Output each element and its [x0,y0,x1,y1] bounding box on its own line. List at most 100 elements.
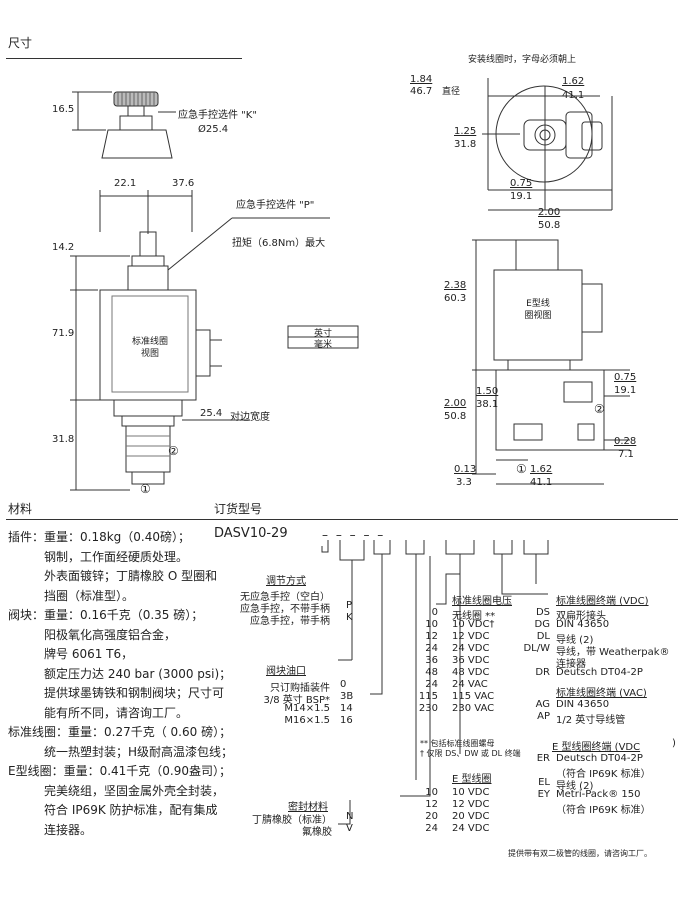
material-line: 插件：重量：0.18kg（0.40磅）； [8,530,191,544]
right-50-8b: 50.8 [444,411,467,422]
port-label: M14×1.5 [284,703,330,714]
seal-label: 丁腈橡胶（标准） [252,815,332,826]
port-label: 3/8 英寸 BSP* [263,695,330,706]
std_term_vdc-label: 双扁形接头 [556,611,606,622]
footer-note: 提供带有双二极管的线圈，请咨询工厂。 [508,849,652,858]
std_voltage-code: 24 [425,643,438,654]
std_voltage-label: 230 VAC [452,703,495,714]
materials-heading: 材料 [8,502,33,516]
e-term-title: E 型线圈终端 (VDC [552,742,641,753]
adjust-label: 无应急手控（空白） [240,592,330,603]
seal-code: V [346,823,353,834]
adjust-code: K [346,612,353,623]
e_term-label: Deutsch DT04-2P [556,753,643,764]
dim-37-6: 37.6 [172,178,195,189]
dim-31-8: 31.8 [52,434,75,445]
right-7-1: 7.1 [618,449,634,460]
e_term-label: 导线 (2) [556,781,594,792]
e_coil-label: 24 VDC [452,823,490,834]
right-41-1: 41.1 [562,90,585,101]
adjust-code: P [346,600,353,611]
ordering-heading: 订货型号 [214,502,263,516]
heading-rule [6,58,242,59]
std-term-vac-title: 标准线圈终端 (VAC) [556,688,647,699]
e_coil-label: 10 VDC [452,787,490,798]
std_voltage-label: 12 VDC [452,631,490,642]
std_term_vdc-label: Deutsch DT04-2P [556,667,643,678]
install-note: 安装线圈时，字母必须朝上 [468,55,577,65]
dim-25-4: 25.4 [200,408,223,419]
std_term_vac-label: 1/2 英寸导线管 [556,715,626,726]
port-code: 16 [340,715,353,726]
right-0-13: 0.13 [454,464,477,475]
port-label: 只订购插装件 [270,683,330,694]
override-k-label: 应急手控选件 "K" [178,110,257,121]
override-p-label: 应急手控选件 "P" [236,200,315,211]
right-0-28: 0.28 [614,436,637,447]
std_voltage-code: 12 [425,631,438,642]
seal-code: N [346,811,354,822]
right-port-1-marker: ① [516,462,527,476]
dim-16-5: 16.5 [52,104,75,115]
right-1-84: 1.84 [410,74,433,85]
right-diameter: 直径 [442,87,461,97]
material-line: 连接器。 [8,822,93,837]
material-line: 牌号 6061 T6， [8,647,134,661]
adjust-title: 调节方式 [266,576,306,587]
right-2-00a: 2.00 [538,207,561,218]
std_voltage-code: 48 [425,667,438,678]
model-code: DASV10-29 [214,526,288,541]
seal-label: 氟橡胶 [302,827,332,838]
std_voltage-code: 10 [425,619,438,630]
right-50-8a: 50.8 [538,220,561,231]
std_term_vdc-code: DS [535,607,550,618]
dim-14-2: 14.2 [52,242,75,253]
voltage-note-2: † 仅限 DS、DW 或 DL 终端 [420,749,521,758]
right-0-75a: 0.75 [510,178,533,189]
std_term_vdc-label: 导线 (2) [556,635,594,646]
right-1-25: 1.25 [454,126,477,137]
std-voltage-title: 标准线圈电压 [452,596,512,607]
hex-label: 对边宽度 [230,412,270,423]
std_voltage-code: 24 [425,679,438,690]
material-line: 符合 IP69K 防护标准，配有集成 [8,803,218,817]
material-line: 提供球墨铸铁和钢制阀块；尺寸可 [8,686,225,700]
dim-71-9: 71.9 [52,328,75,339]
torque-label: 扭矩（6.8Nm）最大 [232,238,326,249]
e_term-label: （符合 IP69K 标准） [556,769,651,780]
port-1-marker: ① [140,482,151,496]
std_voltage-label: 24 VDC [452,643,490,654]
material-line: 额定压力达 240 bar (3000 psi)； [8,666,232,681]
std_voltage-code: 0 [431,607,438,618]
right-2-00b: 2.00 [444,398,467,409]
e_coil-label: 20 VDC [452,811,490,822]
std-coil-view-label: 标准线圈 视图 [131,337,168,359]
std_voltage-label: 36 VDC [452,655,490,666]
std_voltage-code: 36 [425,655,438,666]
material-line: 外表面镀锌；丁腈橡胶 O 型圈和 [8,569,218,583]
port-code: 14 [340,703,353,714]
right-2-38: 2.38 [444,280,467,291]
e_coil-code: 24 [425,823,438,834]
e_coil-code: 20 [425,811,438,822]
port-2-marker: ② [168,444,179,458]
material-line: E型线圈：重量：0.41千克（0.90盎司）； [8,764,232,778]
e_term-label: Metri-Pack® 150 [556,789,641,800]
right-0-75b: 0.75 [614,372,637,383]
right-19-1a: 19.1 [510,191,533,202]
material-line: 挡圈（标准型）。 [8,588,135,603]
std-term-vdc-title: 标准线圈终端 (VDC) [556,596,649,607]
std_voltage-label: 48 VDC [452,667,490,678]
material-line: 阳极氧化高强度铝合金， [8,627,177,642]
section-rule [6,519,678,520]
adjust-label: 应急手控，带手柄 [250,616,330,627]
right-3-3: 3.3 [456,477,472,488]
std_term_vac-code: AG [535,699,550,710]
right-1-62b: 1.62 [530,464,553,475]
std_term_vdc-label: 连接器 [556,659,586,670]
e_term-code: ER [536,753,550,764]
right-1-62: 1.62 [562,76,585,87]
e-coil-view-label: E型线 圈视图 [524,299,552,321]
std_voltage-label: 24 VAC [452,679,488,690]
e_coil-code: 10 [425,787,438,798]
